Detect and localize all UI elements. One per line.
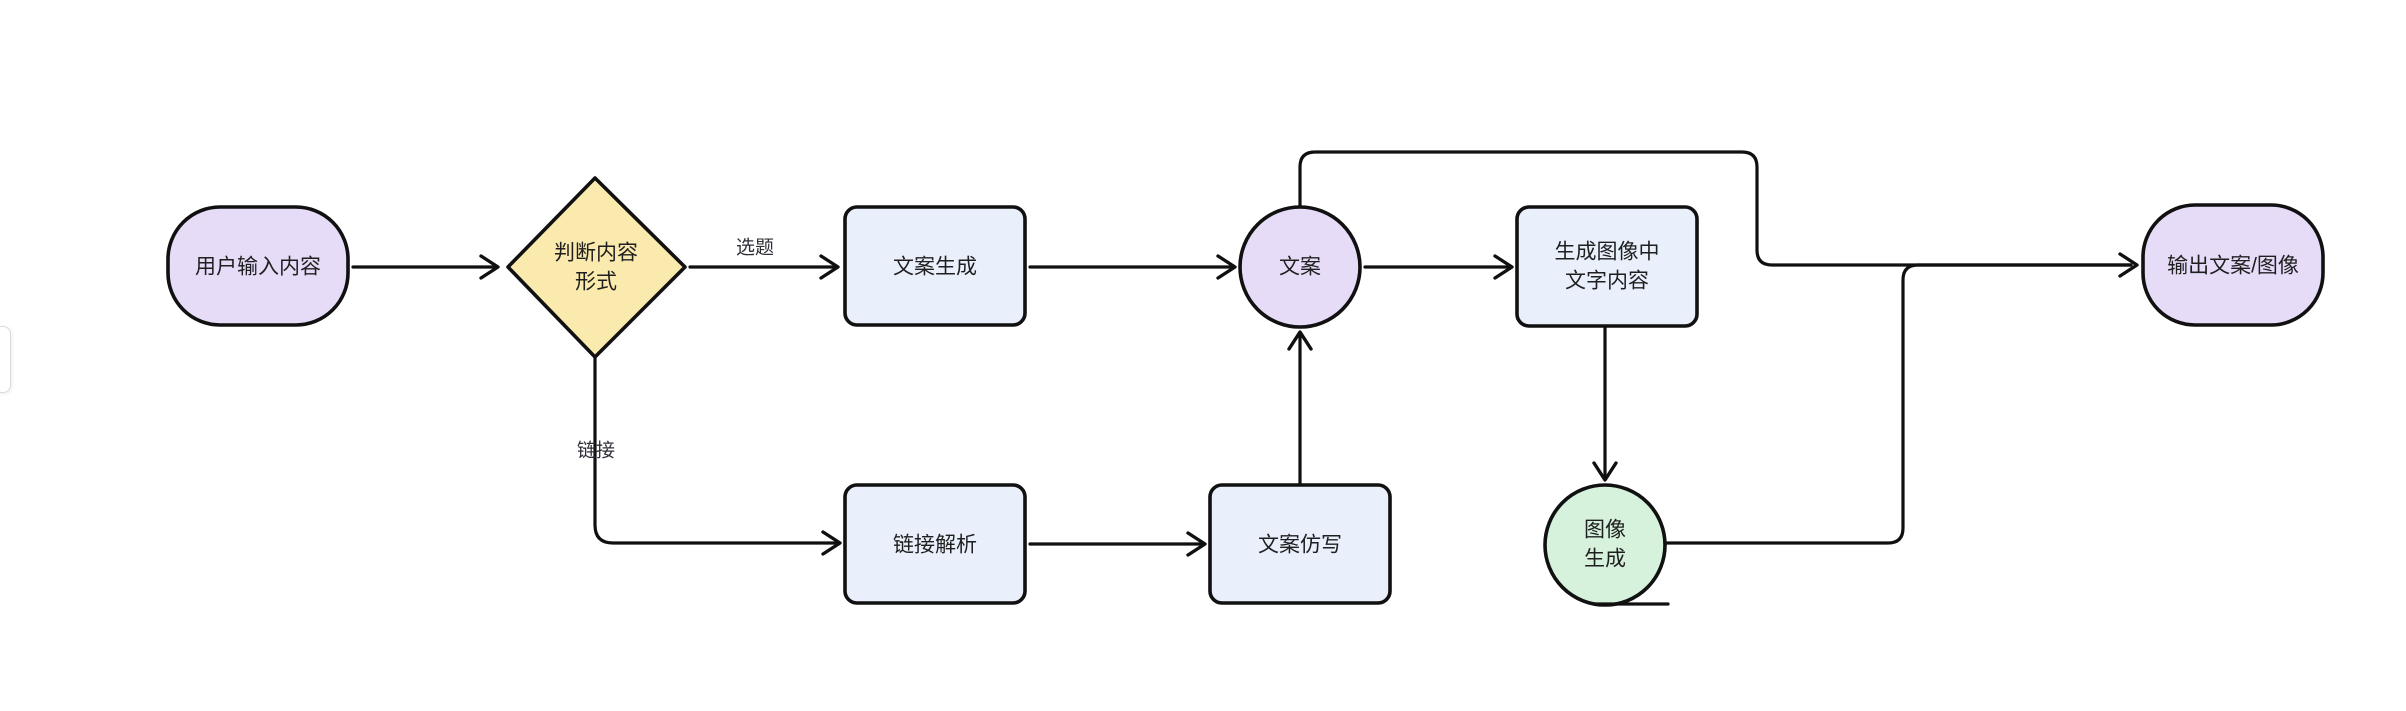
decision-label-line2: 形式 xyxy=(575,271,617,294)
nodes-layer: 用户输入内容 判断内容 形式 文案生成 文案 生成图像中 xyxy=(166,176,2325,607)
copy-imitation-label: 文案仿写 xyxy=(1258,534,1342,557)
arrowhead-decision-linkparse xyxy=(821,530,842,556)
edge-imagegen-output-line xyxy=(1663,263,2133,545)
start-shape xyxy=(166,205,350,327)
edge-label-link: 链接 xyxy=(577,440,615,462)
image-text-label-line2: 文字内容 xyxy=(1565,270,1649,293)
edge-imitation-copy[interactable] xyxy=(1287,330,1313,487)
arrowhead-copy-imagetext xyxy=(1493,254,1514,280)
edge-start-decision[interactable] xyxy=(351,254,500,280)
node-copy-imitation[interactable]: 文案仿写 xyxy=(1208,483,1392,605)
edges-layer: 选题 链接 xyxy=(351,150,2139,557)
edge-linkparse-imitation[interactable] xyxy=(1028,531,1207,557)
node-decision[interactable]: 判断内容 形式 xyxy=(506,176,687,359)
node-start[interactable]: 用户输入内容 xyxy=(166,205,350,327)
arrowhead-decision-copygen xyxy=(819,254,840,280)
node-copy-generation[interactable]: 文案生成 xyxy=(843,205,1027,327)
decision-label-line1: 判断内容 xyxy=(554,242,638,265)
decision-shape xyxy=(506,176,687,359)
image-generation-label-line1: 图像 xyxy=(1584,519,1626,542)
image-text-label-line1: 生成图像中 xyxy=(1555,241,1660,264)
node-image-generation[interactable]: 图像 生成 xyxy=(1543,483,1670,607)
image-generation-shape xyxy=(1543,483,1667,607)
arrowhead-loop-output xyxy=(2118,252,2139,278)
edge-decision-linkparse[interactable]: 链接 xyxy=(577,355,842,556)
arrowhead-imitation-copy xyxy=(1287,330,1313,351)
arrowhead-copygen-copy xyxy=(1216,254,1237,280)
node-link-parse[interactable]: 链接解析 xyxy=(843,483,1027,605)
arrowhead-start-decision xyxy=(479,254,500,280)
edge-imagetext-imagegen[interactable] xyxy=(1592,324,1618,482)
edge-copy-output-loop-line xyxy=(1298,150,2133,267)
edge-label-topic: 选题 xyxy=(736,237,774,259)
edge-decision-copygen[interactable]: 选题 xyxy=(688,237,840,280)
copy-label: 文案 xyxy=(1279,256,1321,279)
copy-generation-shape xyxy=(843,205,1027,327)
edge-copygen-copy[interactable] xyxy=(1028,254,1237,280)
edge-imagegen-output[interactable] xyxy=(1663,263,2133,545)
arrowhead-linkparse-imitation xyxy=(1186,531,1207,557)
edge-copy-output-loop[interactable] xyxy=(1298,150,2139,278)
copy-shape xyxy=(1238,205,1362,329)
link-parse-label: 链接解析 xyxy=(893,534,977,557)
link-parse-shape xyxy=(843,483,1027,605)
output-label: 输出文案/图像 xyxy=(2167,255,2299,278)
node-copy[interactable]: 文案 xyxy=(1238,205,1362,329)
copy-generation-label: 文案生成 xyxy=(893,256,977,279)
image-generation-label-line2: 生成 xyxy=(1584,548,1626,571)
sidebar-handle[interactable] xyxy=(0,326,11,393)
output-shape xyxy=(2141,203,2325,327)
start-label: 用户输入内容 xyxy=(195,256,321,279)
node-image-text[interactable]: 生成图像中 文字内容 xyxy=(1515,205,1699,328)
node-output[interactable]: 输出文案/图像 xyxy=(2141,203,2325,327)
edge-decision-linkparse-line xyxy=(593,355,838,545)
edge-copy-imagetext[interactable] xyxy=(1363,254,1514,280)
image-text-shape xyxy=(1515,205,1699,328)
copy-imitation-shape xyxy=(1208,483,1392,605)
arrowhead-imagetext-imagegen xyxy=(1592,461,1618,482)
